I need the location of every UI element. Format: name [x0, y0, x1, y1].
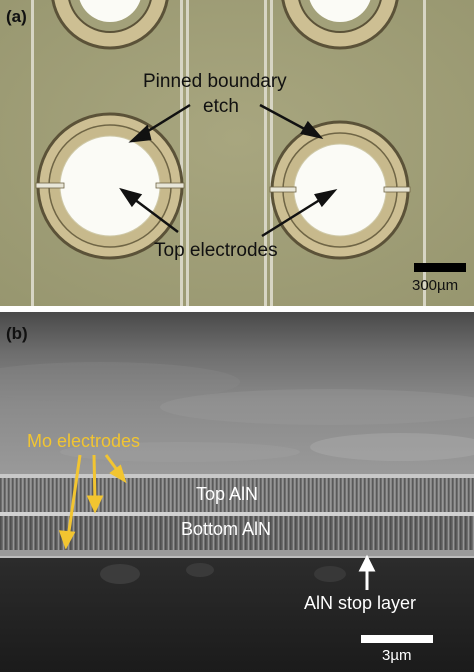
arrow-electrode-right [261, 194, 327, 238]
scale-bar-a [414, 263, 466, 272]
trace-line [423, 0, 426, 306]
resonator-top-right [281, 0, 399, 50]
arrow-etch-right [259, 103, 313, 135]
aln-stop-layer [0, 550, 474, 556]
panel-label-a: (a) [6, 7, 27, 26]
scale-bar-b-label: 3µm [382, 647, 412, 664]
mo-middle-electrode [0, 512, 474, 516]
trace-line [264, 0, 267, 306]
scale-bar-b [361, 635, 433, 643]
annotation-arrows [119, 103, 338, 238]
trace-line [31, 0, 34, 306]
top-aln-layer [0, 478, 474, 512]
sem-image [0, 312, 474, 672]
pinned-boundary-label-2: etch [203, 96, 239, 117]
scale-bar-a-label: 300µm [412, 277, 459, 294]
aln-stop-layer-label: AlN stop layer [304, 593, 417, 613]
mo-electrodes-arrows [58, 454, 127, 550]
sem-surface [0, 312, 474, 477]
mo-top-electrode [0, 474, 474, 478]
micrograph-image [0, 0, 474, 306]
panel-a-optical-micrograph: (a) Pinned boundary etch Top electrodes … [0, 0, 474, 306]
resonator-top-left [51, 0, 169, 50]
panel-label-b: (b) [6, 324, 28, 343]
mo-electrodes-label: Mo electrodes [27, 431, 141, 451]
trace-line [270, 0, 273, 306]
top-electrodes-label: Top electrodes [154, 240, 278, 261]
resonator-right [269, 120, 411, 260]
trace-line [180, 0, 183, 306]
panel-b-sem-cross-section: (b) Mo electrodes Top AlN Bottom AlN AlN… [0, 312, 474, 672]
bottom-aln-layer [0, 516, 474, 550]
bottom-aln-label: Bottom AlN [181, 519, 272, 539]
sem-substrate [0, 558, 474, 672]
stop-layer-arrow [358, 554, 376, 590]
resonator-left [35, 112, 185, 260]
trace-line [186, 0, 189, 306]
pinned-boundary-label: Pinned boundary [143, 71, 287, 92]
top-aln-label: Top AlN [196, 484, 259, 504]
arrow-electrode-left [129, 195, 179, 233]
